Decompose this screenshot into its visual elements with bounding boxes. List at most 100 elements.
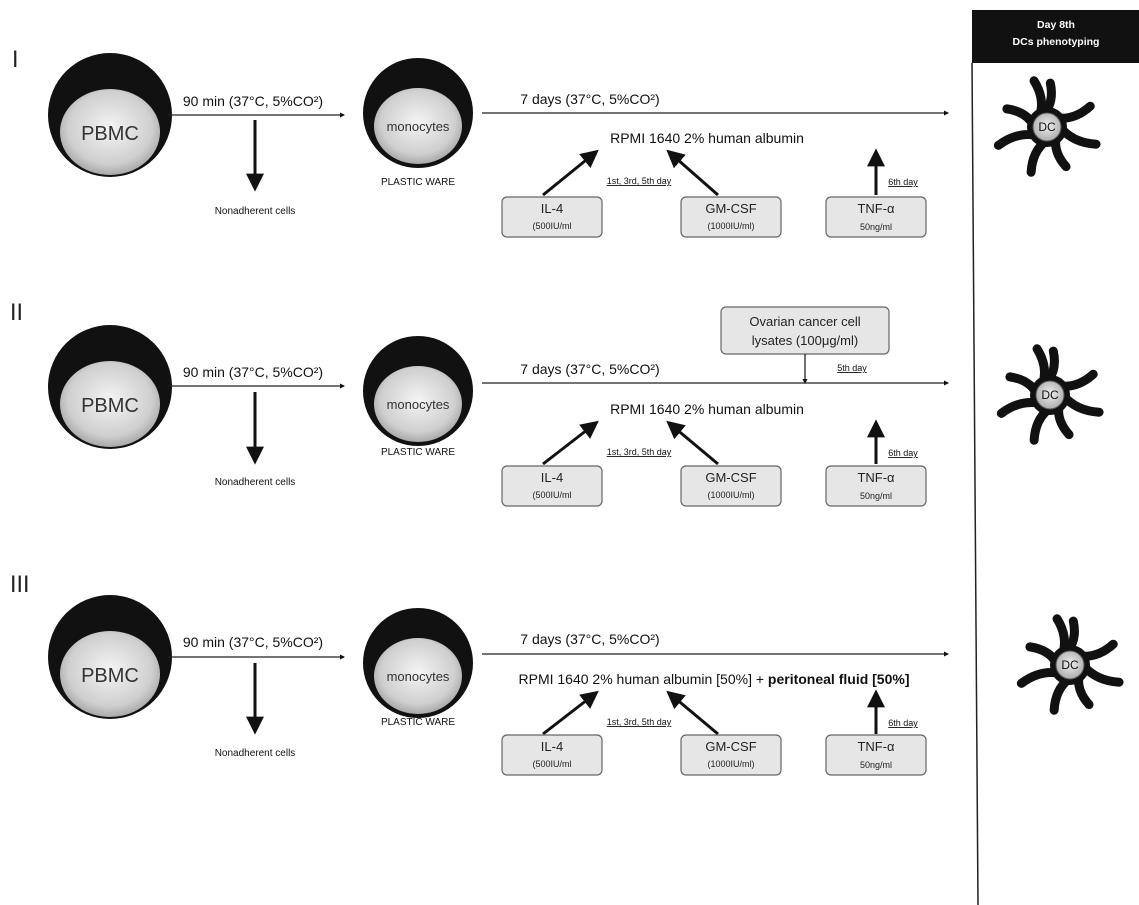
incubation-label: 90 min (37°C, 5%CO²) bbox=[183, 364, 323, 380]
row-roman: I bbox=[12, 48, 19, 73]
gmcsf-label: GM-CSF bbox=[705, 739, 756, 754]
dc-dendrite bbox=[1043, 346, 1059, 386]
il4-box bbox=[501, 196, 603, 238]
il4-arrow bbox=[542, 420, 599, 466]
dc-label: DC bbox=[1041, 388, 1059, 402]
tnf-box bbox=[825, 465, 927, 507]
pbmc-label: PBMC bbox=[81, 123, 139, 145]
dc-dendrite bbox=[1029, 76, 1046, 120]
gmcsf-box bbox=[680, 196, 782, 238]
dc-dendrite bbox=[1032, 344, 1049, 388]
dc-label: DC bbox=[1061, 658, 1079, 672]
dc-dendrite bbox=[1076, 639, 1118, 661]
dc-dendrite bbox=[1079, 661, 1124, 687]
dc-dendrite bbox=[1005, 372, 1041, 398]
tnf-label: TNF-α bbox=[857, 470, 895, 485]
days-note: 1st, 3rd, 5th day bbox=[607, 447, 672, 457]
gmcsf-box bbox=[680, 465, 782, 507]
incubation-label: 90 min (37°C, 5%CO²) bbox=[183, 93, 323, 109]
tnf-note: 6th day bbox=[888, 177, 918, 187]
pbmc-label: PBMC bbox=[81, 665, 139, 687]
dc-dendrite bbox=[1056, 123, 1101, 149]
il4-box bbox=[501, 465, 603, 507]
dc-dendrite bbox=[1002, 104, 1038, 130]
column-divider bbox=[971, 62, 979, 905]
dc-dendrite bbox=[993, 130, 1041, 150]
dc-dendrite bbox=[1029, 404, 1054, 445]
header-bar bbox=[972, 10, 1139, 63]
dc-dendrite bbox=[1052, 614, 1069, 658]
tnf-label: TNF-α bbox=[857, 201, 895, 216]
dc-dendrite bbox=[1026, 136, 1051, 177]
lysate-note: 5th day bbox=[837, 363, 867, 373]
days-label: 7 days (37°C, 5%CO²) bbox=[520, 631, 659, 647]
pbmc-cell: PBMC bbox=[48, 325, 172, 449]
days-label: 7 days (37°C, 5%CO²) bbox=[520, 91, 659, 107]
tnf-dose: 50ng/ml bbox=[860, 760, 892, 770]
medium-label: RPMI 1640 2% human albumin [50%] + perit… bbox=[519, 671, 910, 687]
nonadherent-label: Nonadherent cells bbox=[215, 477, 296, 488]
gmcsf-label: GM-CSF bbox=[705, 470, 756, 485]
gmcsf-arrow bbox=[666, 149, 719, 197]
monocytes-cell: monocytes bbox=[363, 336, 473, 446]
dc-dendrite bbox=[1049, 674, 1074, 715]
tnf-box bbox=[825, 734, 927, 776]
gmcsf-dose: (1000IU/ml) bbox=[707, 490, 754, 500]
incubation-label: 90 min (37°C, 5%CO²) bbox=[183, 634, 323, 650]
dc-cell: DC bbox=[1016, 614, 1124, 715]
days-note: 1st, 3rd, 5th day bbox=[607, 176, 672, 186]
il4-arrow bbox=[542, 690, 599, 736]
gmcsf-dose: (1000IU/ml) bbox=[707, 221, 754, 231]
plastic-label: PLASTIC WARE bbox=[381, 717, 455, 728]
dc-dendrite bbox=[1051, 133, 1071, 172]
gmcsf-arrow bbox=[666, 690, 719, 736]
gmcsf-box bbox=[680, 734, 782, 776]
il4-dose: (500IU/ml bbox=[532, 221, 571, 231]
dc-label: DC bbox=[1038, 120, 1056, 134]
monocytes-cell: monocytes bbox=[363, 58, 473, 168]
row-3: III PBMC 90 min (37°C, 5%CO²) Nonadheren… bbox=[10, 573, 1124, 776]
tnf-label: TNF-α bbox=[857, 739, 895, 754]
il4-dose: (500IU/ml bbox=[532, 490, 571, 500]
row-2: II PBMC 90 min (37°C, 5%CO²) Nonadherent… bbox=[10, 301, 1104, 507]
tnf-dose: 50ng/ml bbox=[860, 222, 892, 232]
header-line2: DCs phenotyping bbox=[1013, 36, 1100, 48]
dc-cell: DC bbox=[996, 344, 1104, 445]
monocytes-label: monocytes bbox=[387, 397, 450, 412]
monocytes-cell: monocytes bbox=[363, 608, 473, 718]
il4-box bbox=[501, 734, 603, 776]
il4-label: IL-4 bbox=[541, 470, 563, 485]
tnf-dose: 50ng/ml bbox=[860, 491, 892, 501]
dc-dendrite bbox=[1056, 369, 1098, 391]
tnf-note: 6th day bbox=[888, 448, 918, 458]
medium-label: RPMI 1640 2% human albumin bbox=[610, 130, 804, 146]
medium-label: RPMI 1640 2% human albumin bbox=[610, 401, 804, 417]
days-note: 1st, 3rd, 5th day bbox=[607, 717, 672, 727]
dc-dendrite bbox=[1063, 616, 1079, 656]
dc-dendrite bbox=[1040, 78, 1056, 118]
dc-dendrite bbox=[996, 398, 1044, 418]
lysate-line1: Ovarian cancer cell bbox=[749, 314, 860, 329]
monocytes-label: monocytes bbox=[387, 669, 450, 684]
pbmc-cell: PBMC bbox=[48, 595, 172, 719]
dc-dendrite bbox=[1074, 671, 1094, 710]
pbmc-cell: PBMC bbox=[48, 53, 172, 177]
dc-dendrite bbox=[1053, 101, 1095, 123]
row-1: I PBMC 90 min (37°C, 5%CO²) Nonadherent … bbox=[12, 48, 1101, 238]
dc-dendrite bbox=[1059, 391, 1104, 417]
tnf-box bbox=[825, 196, 927, 238]
lysate-line2: lysates (100μg/ml) bbox=[752, 333, 858, 348]
gmcsf-label: GM-CSF bbox=[705, 201, 756, 216]
monocytes-label: monocytes bbox=[387, 119, 450, 134]
il4-arrow bbox=[542, 149, 599, 197]
plastic-label: PLASTIC WARE bbox=[381, 177, 455, 188]
row-roman: II bbox=[10, 301, 23, 326]
dc-dendrite bbox=[1016, 668, 1064, 688]
nonadherent-label: Nonadherent cells bbox=[215, 206, 296, 217]
tnf-note: 6th day bbox=[888, 718, 918, 728]
nonadherent-label: Nonadherent cells bbox=[215, 748, 296, 759]
dc-dendrite bbox=[1054, 401, 1074, 440]
row-roman: III bbox=[10, 573, 29, 598]
il4-label: IL-4 bbox=[541, 201, 563, 216]
